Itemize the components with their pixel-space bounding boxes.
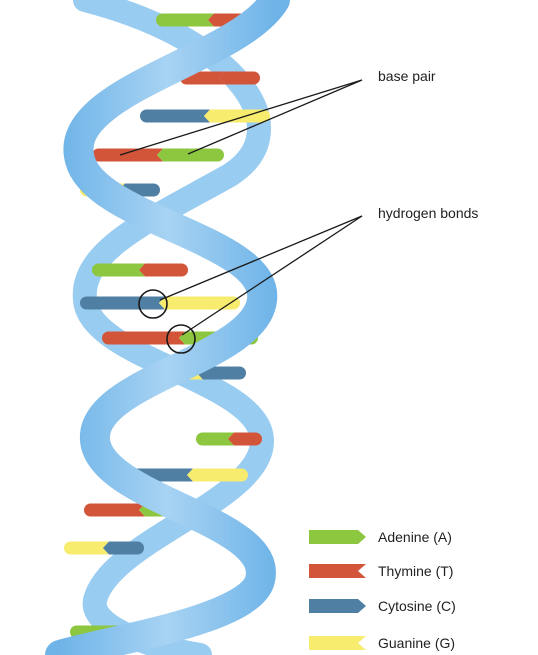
legend-label: Adenine (A) xyxy=(378,529,452,545)
base-pair-rung xyxy=(196,432,262,446)
legend-swatch xyxy=(309,564,366,578)
legend-label: Cytosine (C) xyxy=(378,598,456,614)
base-left xyxy=(102,331,185,345)
base-pair-rung xyxy=(80,296,240,310)
base-pair-rung xyxy=(92,263,189,277)
base-left xyxy=(156,13,214,27)
base-pair-rung xyxy=(128,468,248,482)
dna-front-strand xyxy=(45,0,290,655)
legend-item: Guanine (G) xyxy=(309,635,455,651)
base-right xyxy=(103,541,144,555)
legend: Adenine (A) Thymine (T) Cytosine (C) Guanin… xyxy=(309,529,456,651)
base-left xyxy=(92,263,145,277)
base-left xyxy=(64,541,109,555)
hydrogen-bonds-callout-lines xyxy=(159,215,363,336)
legend-swatch xyxy=(309,599,366,613)
legend-item: Cytosine (C) xyxy=(309,598,456,614)
base-right xyxy=(157,148,225,162)
hydrogen-bond-marker-2 xyxy=(166,324,196,354)
base-right xyxy=(159,296,240,310)
hydrogen-bonds-label: hydrogen bonds xyxy=(378,205,479,221)
base-left xyxy=(140,109,210,123)
legend-label: Guanine (G) xyxy=(378,635,455,651)
base-right xyxy=(197,366,247,380)
base-pair-rung xyxy=(64,541,144,555)
base-right xyxy=(228,432,262,446)
legend-swatch xyxy=(309,530,366,544)
legend-item: Thymine (T) xyxy=(309,563,453,579)
hydrogen-bond-marker-1 xyxy=(138,289,168,319)
base-left xyxy=(80,296,165,310)
legend-label: Thymine (T) xyxy=(378,563,453,579)
base-pair-rung xyxy=(92,148,225,162)
dna-back-strand xyxy=(72,0,274,655)
base-pair-rung xyxy=(140,109,270,123)
legend-item: Adenine (A) xyxy=(309,529,452,545)
base-right xyxy=(204,109,270,123)
base-left xyxy=(92,148,163,162)
base-left xyxy=(196,432,234,446)
base-right xyxy=(139,263,189,277)
legend-swatch xyxy=(309,636,366,650)
base-right xyxy=(187,468,248,482)
base-right xyxy=(219,71,260,85)
base-left xyxy=(84,503,145,517)
base-pair-callout-lines xyxy=(119,79,363,156)
base-pair-label: base pair xyxy=(378,68,436,84)
